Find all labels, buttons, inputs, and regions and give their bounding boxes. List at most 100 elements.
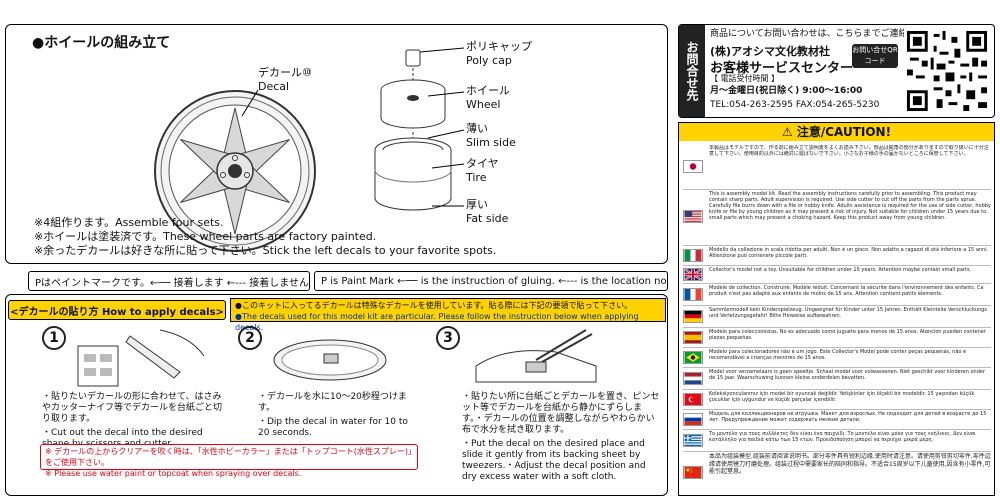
contact-company: (株)アオシマ文化教材社	[710, 45, 831, 58]
caution-row-gb: Collector's model not a toy. Unsuitable …	[683, 266, 991, 284]
tire-label: タイヤ Tire	[466, 157, 499, 185]
polycap-label-en: Poly cap	[466, 54, 512, 67]
flag-germany-icon	[683, 310, 703, 323]
caution-row-it: Modello da collezione in scala ridotta p…	[683, 246, 991, 266]
tire-label-jp: タイヤ	[466, 157, 499, 170]
caution-row-cn: 本品为组装模型,组装前请阅读说明书。部分零件具有锐利边缘,使用时请注意。请使用剪…	[683, 452, 991, 494]
flag-turkey-icon	[683, 393, 703, 406]
caution-text-gb: Collector's model not a toy. Unsuitable …	[709, 267, 972, 273]
caution-text-it: Modello da collezione in scala ridotta p…	[709, 247, 989, 259]
flag-china-icon	[683, 466, 703, 479]
wheel-label: ホイール Wheel	[466, 84, 510, 112]
caution-text-cn: 本品为组装模型,组装前请阅读说明书。部分零件具有锐利边缘,使用时请注意。请使用剪…	[709, 453, 991, 475]
decal-label-en: Decal	[258, 80, 290, 93]
contact-intro: 商品についてお問い合わせは、こちらまでご連絡下さい。	[710, 29, 944, 39]
caution-row-gr: Το μοντέλο για τους συλλέκτες δεν είναι …	[683, 430, 991, 452]
caution-text-gr: Το μοντέλο για τους συλλέκτες δεν είναι …	[709, 431, 976, 443]
decal-leader-line	[241, 89, 259, 117]
tire-label-en: Tire	[466, 171, 487, 184]
wheel-assembly-title: ●ホイールの組み立て	[32, 35, 171, 51]
wheel-note-2: ※ホイールは塗装済です。These wheel parts are factor…	[34, 230, 377, 243]
contact-box	[678, 24, 995, 118]
topcoat-warning-jp: ※ デカールの上からクリアーを吹く時は、「水性ホビーカラー」または「トップコート…	[45, 447, 413, 467]
flag-russia-icon	[683, 413, 703, 426]
caution-box	[678, 122, 995, 496]
contact-side-label: お問合せ先	[679, 25, 705, 117]
flag-japan-icon	[683, 160, 703, 173]
qr-code-icon[interactable]	[904, 28, 990, 114]
wheel-assembly-panel	[5, 24, 668, 264]
flag-italy-icon	[683, 249, 703, 262]
step-1-number: 1	[42, 326, 66, 350]
caution-text-es: Modelo para coleccionistas. No es adecua…	[709, 329, 986, 341]
wheel-note-1: ※4組作ります。Assemble four sets.	[34, 216, 224, 229]
legend-jp: Pはペイントマークです。←── 接着します ←--- 接着しません	[28, 271, 310, 291]
fat-side-label-jp: 厚い	[466, 198, 488, 211]
flag-greece-icon	[683, 434, 703, 447]
caution-row-ru: Модель для коллекционеров не игрушка. Ма…	[683, 410, 991, 430]
caution-text-jp: 本製品はモデルですので、作る前に組み立て説明書をよくお読み下さい。部品は鋭角の部…	[709, 145, 989, 157]
slim-side-label: 薄い Slim side	[466, 122, 516, 150]
caution-row-nl: Model voor verzamelaars is geen speeltje…	[683, 368, 991, 390]
caution-row-jp: 本製品はモデルですので、作る前に組み立て説明書をよくお読み下さい。部品は鋭角の部…	[683, 144, 991, 190]
caution-text-ru: Модель для коллекционеров не игрушка. Ма…	[709, 411, 987, 423]
topcoat-warning-en: ※ Please use water paint or topcoat when…	[45, 469, 302, 478]
wheel-note-3: ※余ったデカールは好きな所に貼って下さい。Stick the left deca…	[34, 244, 497, 257]
slim-side-label-en: Slim side	[466, 136, 516, 149]
step-3-text-jp: ・貼りたい所に台紙ごとデカールを置き、ピンセット等でデカールを台紙から静かにずら…	[462, 392, 660, 435]
contact-phone-label: 【 電話受付時間 】	[710, 74, 780, 83]
step-2-text: ・デカールを水に10～20秒程つけます。 ・Dip the decal in w…	[258, 392, 418, 439]
wheel-label-jp: ホイール	[466, 84, 510, 97]
step-3-number: 3	[436, 326, 460, 350]
wheel-notes: ※4組作ります。Assemble four sets. ※ホイールは塗装済です。…	[34, 216, 654, 258]
caution-text-en-us: This is assembly model kit. Read the ass…	[709, 191, 991, 221]
caution-row-us: This is assembly model kit. Read the ass…	[683, 190, 991, 246]
polycap-label: ポリキャップ Poly cap	[466, 40, 532, 68]
parts-leader-lines	[419, 47, 465, 207]
flag-usa-icon	[683, 210, 703, 223]
flag-france-icon	[683, 288, 703, 301]
flag-spain-icon	[683, 331, 703, 344]
flag-brazil-icon	[683, 351, 703, 364]
wheel-label-en: Wheel	[466, 98, 501, 111]
step-2-number: 2	[238, 326, 262, 350]
slim-side-label-jp: 薄い	[466, 122, 488, 135]
step-2-text-jp: ・デカールを水に10～20秒程つけます。	[258, 392, 407, 413]
caution-row-de: Sammlermodell kein Kinderspielzeug. Unge…	[683, 306, 991, 328]
polycap-label-jp: ポリキャップ	[466, 40, 532, 53]
wheel-illustration	[154, 90, 316, 252]
legend-en: P is Paint Mark ←── is the instruction o…	[314, 271, 668, 291]
step-1-illustration	[77, 329, 205, 387]
qr-label: お問い合せQRコード	[852, 44, 898, 68]
caution-text-br: Modelo para colecionadores não é um jogo…	[709, 349, 967, 361]
step-3-text-en: ・Put the decal on the desired place and …	[462, 439, 646, 482]
caution-text-fr: Modèle de collection. Construire. Modèle…	[709, 285, 984, 297]
fat-side-label-en: Fat side	[466, 212, 509, 225]
contact-tel: TEL:054-263-2595 FAX:054-265-5230	[710, 100, 880, 110]
caution-text-nl: Model voor verzamelaars is geen speeltje…	[709, 369, 986, 381]
decal-note: ●このキットに入ってるデカールは特殊なデカールを使用しています。貼る際には下記の…	[230, 298, 666, 332]
decal-label: デカール⑩ Decal	[258, 66, 312, 94]
caution-title: ⚠ 注意/CAUTION!	[679, 123, 994, 141]
caution-row-tr: Koleksiyonculanmız için model bir oyunca…	[683, 390, 991, 410]
step-2-text-en: ・Dip the decal in water for 10 to 20 sec…	[258, 417, 408, 438]
flag-netherlands-icon	[683, 372, 703, 385]
decal-header: <デカールの貼り方 How to apply decals>	[8, 300, 226, 320]
caution-row-es: Modelo para coleccionistas. No es adecua…	[683, 328, 991, 348]
decal-note-jp: ●このキットに入ってるデカールは特殊なデカールを使用しています。貼る際には下記の…	[235, 301, 633, 310]
contact-center: お客様サービスセンター	[710, 61, 854, 76]
step-3-illustration	[475, 329, 597, 383]
step-2-illustration	[273, 339, 387, 381]
caution-text-de: Sammlermodell kein Kinderspielzeug. Unge…	[709, 307, 987, 319]
caution-text-tr: Koleksiyonculanmız için model bir oyunca…	[709, 391, 975, 403]
step-1-text-jp: ・貼りたいデカールの形に合わせて、はさみやカッターナイフ等でデカールを台紙ごと切…	[42, 392, 223, 424]
fat-side-label: 厚い Fat side	[466, 198, 508, 226]
step-1-text: ・貼りたいデカールの形に合わせて、はさみやカッターナイフ等でデカールを台紙ごと切…	[42, 392, 222, 450]
decal-label-jp: デカール⑩	[258, 66, 312, 79]
topcoat-warning: ※ デカールの上からクリアーを吹く時は、「水性ホビーカラー」または「トップコート…	[40, 444, 418, 478]
flag-uk-icon	[683, 268, 703, 281]
contact-hours: 月～金曜日(祝日除く) 9:00～16:00	[710, 86, 863, 96]
caution-row-fr: Modèle de collection. Construire. Modèle…	[683, 284, 991, 306]
exploded-parts-illustration	[374, 49, 452, 211]
step-3-text: ・貼りたい所に台紙ごとデカールを置き、ピンセット等でデカールを台紙から静かにずら…	[462, 392, 662, 483]
